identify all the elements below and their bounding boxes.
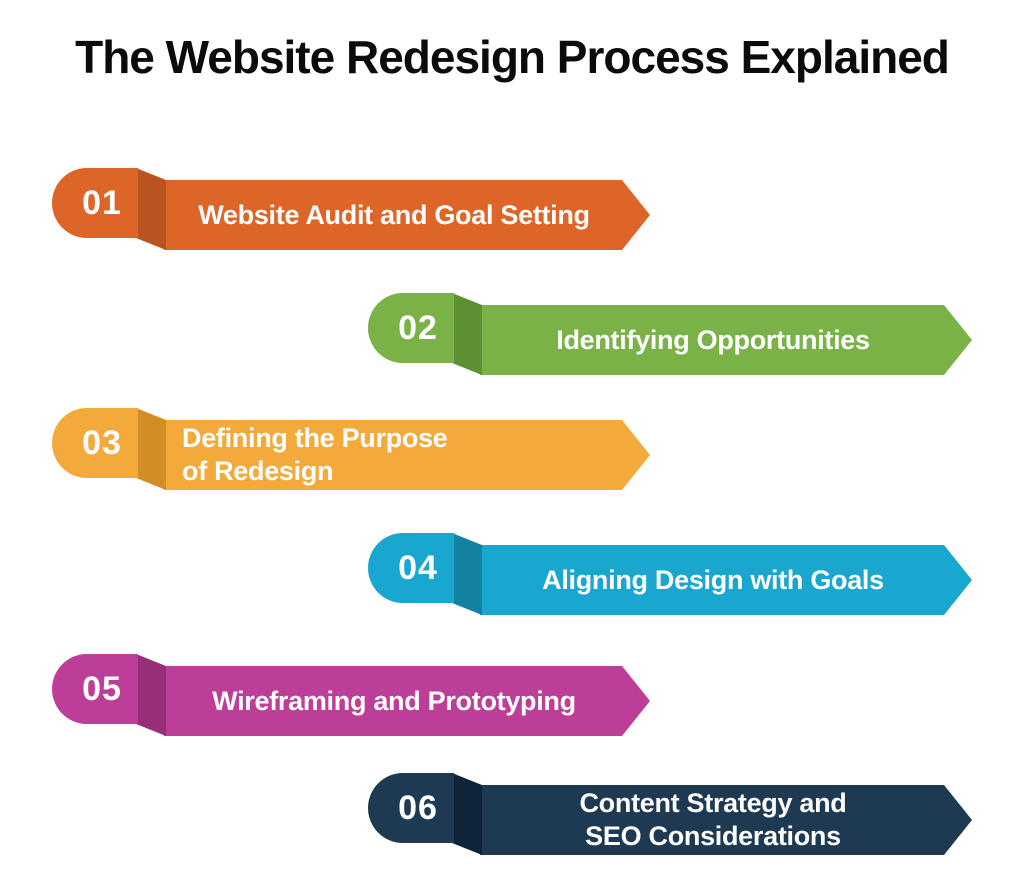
step-label: Website Audit and Goal Setting	[198, 199, 590, 232]
step-02: Identifying Opportunities 02	[368, 293, 972, 375]
step-label-line: Identifying Opportunities	[556, 324, 870, 355]
step-number-badge: 01	[52, 168, 138, 238]
ribbon-fold-icon	[452, 533, 482, 615]
step-label-line: Aligning Design with Goals	[542, 564, 884, 595]
step-number-badge: 06	[368, 773, 454, 843]
step-number: 05	[82, 669, 122, 708]
step-label-line: Wireframing and Prototyping	[212, 685, 576, 716]
step-number-badge: 02	[368, 293, 454, 363]
step-label-line: Content Strategy and	[579, 788, 847, 818]
ribbon-fold-icon	[136, 654, 166, 736]
step-label: Wireframing and Prototyping	[212, 685, 576, 718]
step-number-badge: 03	[52, 408, 138, 478]
step-04: Aligning Design with Goals 04	[368, 533, 972, 615]
step-label-line: Defining the Purpose	[182, 423, 448, 453]
step-banner: Website Audit and Goal Setting	[164, 180, 650, 250]
step-01: Website Audit and Goal Setting 01	[52, 168, 650, 250]
step-05: Wireframing and Prototyping 05	[52, 654, 650, 736]
step-number: 03	[82, 423, 122, 462]
step-number: 01	[82, 183, 122, 222]
ribbon-fold-icon	[452, 293, 482, 375]
step-number: 06	[398, 788, 438, 827]
step-label-line: SEO Considerations	[585, 821, 841, 851]
ribbon-fold-icon	[452, 773, 482, 855]
step-label: Aligning Design with Goals	[542, 564, 884, 597]
step-banner: Identifying Opportunities	[480, 305, 972, 375]
step-label-line: of Redesign	[182, 456, 334, 486]
step-label: Identifying Opportunities	[556, 324, 869, 357]
step-number-badge: 04	[368, 533, 454, 603]
step-banner: Wireframing and Prototyping	[164, 666, 650, 736]
step-banner: Aligning Design with Goals	[480, 545, 972, 615]
ribbon-fold-icon	[136, 168, 166, 250]
step-number: 04	[398, 548, 438, 587]
step-number: 02	[398, 308, 438, 347]
ribbon-fold-icon	[136, 408, 166, 490]
step-label-line: Website Audit and Goal Setting	[198, 199, 590, 230]
step-number-badge: 05	[52, 654, 138, 724]
page-title: The Website Redesign Process Explained	[75, 31, 950, 83]
